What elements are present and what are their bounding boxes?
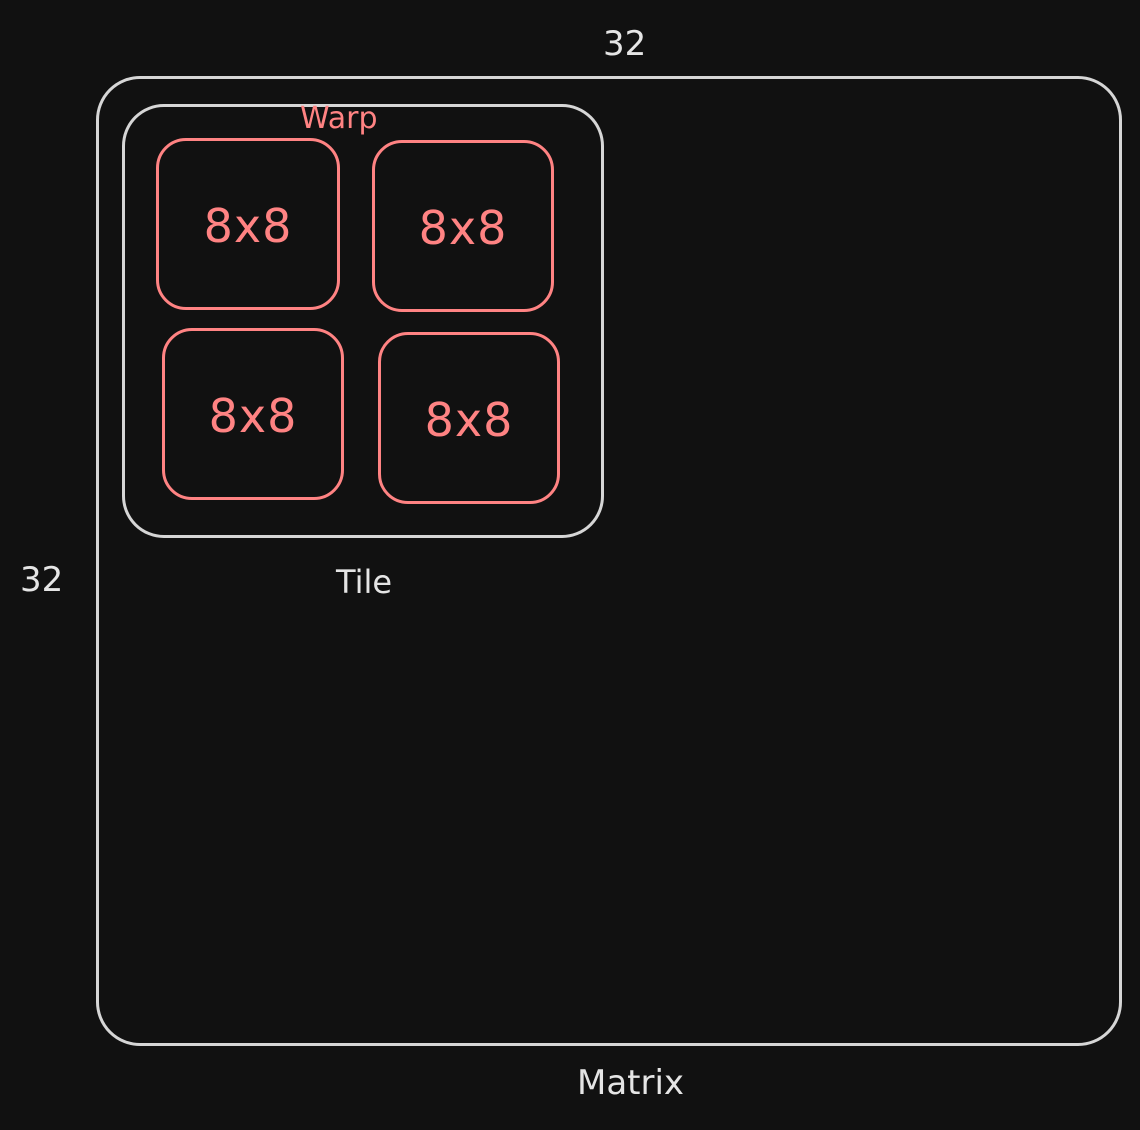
- warp-cell: 8x8: [156, 138, 340, 310]
- tile-outline: [122, 104, 604, 538]
- warp-cell: 8x8: [378, 332, 560, 504]
- warp-cell: 8x8: [372, 140, 554, 312]
- matrix-outline: [96, 76, 1122, 1046]
- tile-label: Tile: [336, 563, 393, 601]
- matrix-width-label: 32: [603, 24, 647, 64]
- warp-label: Warp: [300, 101, 378, 136]
- warp-cell-label: 8x8: [208, 389, 298, 443]
- warp-cell-label: 8x8: [418, 201, 508, 255]
- warp-cell-label: 8x8: [424, 393, 514, 447]
- matrix-label: Matrix: [577, 1063, 685, 1103]
- warp-cell-label: 8x8: [203, 199, 293, 253]
- matrix-height-label: 32: [20, 560, 64, 600]
- warp-cell: 8x8: [162, 328, 344, 500]
